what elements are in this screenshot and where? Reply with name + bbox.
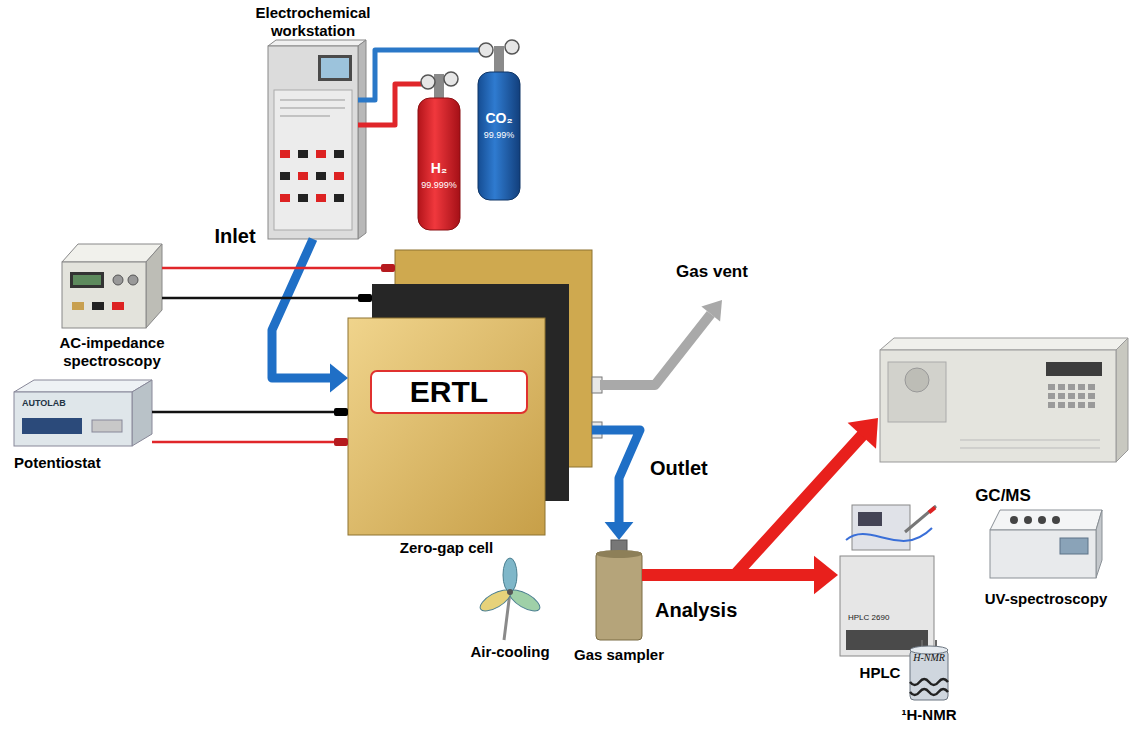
flow-arrow — [642, 418, 878, 575]
gas-sampler-drawing — [596, 540, 642, 640]
cell-label: ERTL — [410, 374, 488, 410]
connector-line — [162, 297, 372, 300]
flow-label: Inlet — [200, 224, 270, 248]
zero-gap-cell-drawing — [348, 250, 602, 535]
brand-text: AUTOLAB — [22, 398, 82, 409]
uv-spectrometer: UV-spectroscopy — [990, 508, 1102, 580]
test-lead — [152, 408, 348, 446]
cooling-fan — [477, 558, 543, 640]
impedance-analyzer-drawing — [62, 244, 162, 328]
arrowhead — [605, 522, 634, 540]
nmr-magnet: H-NMR¹H-NMR — [905, 640, 953, 702]
nmr-magnet-drawing — [910, 640, 948, 700]
gas-vent-arrow — [600, 300, 722, 385]
gas-formula: H₂ — [418, 160, 460, 177]
plug — [334, 438, 348, 446]
gas-purity: 99.99% — [478, 130, 520, 141]
hplc-drawing — [840, 505, 936, 656]
gc-ms-drawing — [880, 338, 1128, 462]
device-heading: ¹H-NMR — [889, 706, 969, 724]
flow-label: Outlet — [650, 456, 730, 480]
gas-cylinder: H₂ 99.999% — [414, 62, 464, 230]
device-heading: GC/MS — [953, 486, 1053, 506]
connector-line — [358, 50, 472, 100]
uv-spectrometer-drawing — [990, 510, 1102, 578]
connector-line — [592, 430, 640, 524]
gas-cabinet: Electrochemical workstation — [268, 46, 358, 239]
arrowhead — [814, 556, 838, 594]
connector-line — [152, 411, 348, 414]
cell-label-box: ERTL — [370, 370, 528, 414]
device-heading: Zero-gap cell — [348, 539, 545, 557]
gas-pipe — [358, 84, 414, 125]
flow-label: Analysis — [655, 598, 765, 622]
gc-ms-instrument: GC/MS — [878, 338, 1128, 468]
plug — [334, 408, 348, 416]
device-heading: UV-spectroscopy — [964, 590, 1128, 608]
connector-line — [272, 239, 332, 378]
device-heading: Electrochemical workstation — [238, 4, 388, 40]
device-heading: HPLC — [848, 664, 912, 682]
arrowhead — [848, 418, 878, 449]
test-lead — [162, 264, 395, 302]
model-text: HPLC 2690 — [848, 613, 908, 623]
impedance-analyzer: AC-impedance spectroscopy — [62, 240, 162, 328]
device-heading: Potentiostat — [14, 454, 124, 472]
arrowhead — [330, 364, 348, 393]
hplc-instrument: HPLC 2690HPLC — [838, 500, 938, 660]
gas-purity: 99.999% — [418, 180, 460, 191]
device-heading: AC-impedance spectroscopy — [50, 334, 174, 370]
flow-arrow — [592, 430, 640, 540]
potentiostat: AUTOLABPotentiostat — [14, 378, 152, 448]
connector-line — [358, 84, 414, 125]
co2-cylinder-drawing — [472, 40, 520, 200]
connector-line — [152, 441, 348, 444]
connector-line — [162, 267, 395, 270]
gas-formula: CO₂ — [478, 110, 520, 127]
cabinet-drawing — [268, 40, 366, 239]
flow-arrow — [642, 556, 838, 594]
device-heading: Gas sampler — [554, 646, 684, 664]
plug — [381, 264, 395, 272]
zero-gap-cell: Zero-gap cellERTL — [348, 250, 592, 535]
vent-label: Gas vent — [662, 262, 762, 282]
gas-sampler: Gas sampler — [596, 540, 642, 640]
potentiostat-drawing — [14, 380, 152, 446]
connector-line — [642, 435, 863, 575]
flow-arrow — [272, 239, 348, 392]
connector-line — [642, 569, 816, 581]
fan-label: Air-cooling — [455, 643, 565, 661]
gas-pipe — [358, 50, 472, 100]
magnet-text: H-NMR — [909, 652, 949, 664]
gas-cylinder: CO₂ 99.99% — [472, 30, 524, 200]
h2-cylinder-drawing — [414, 72, 460, 230]
plug — [358, 294, 372, 302]
